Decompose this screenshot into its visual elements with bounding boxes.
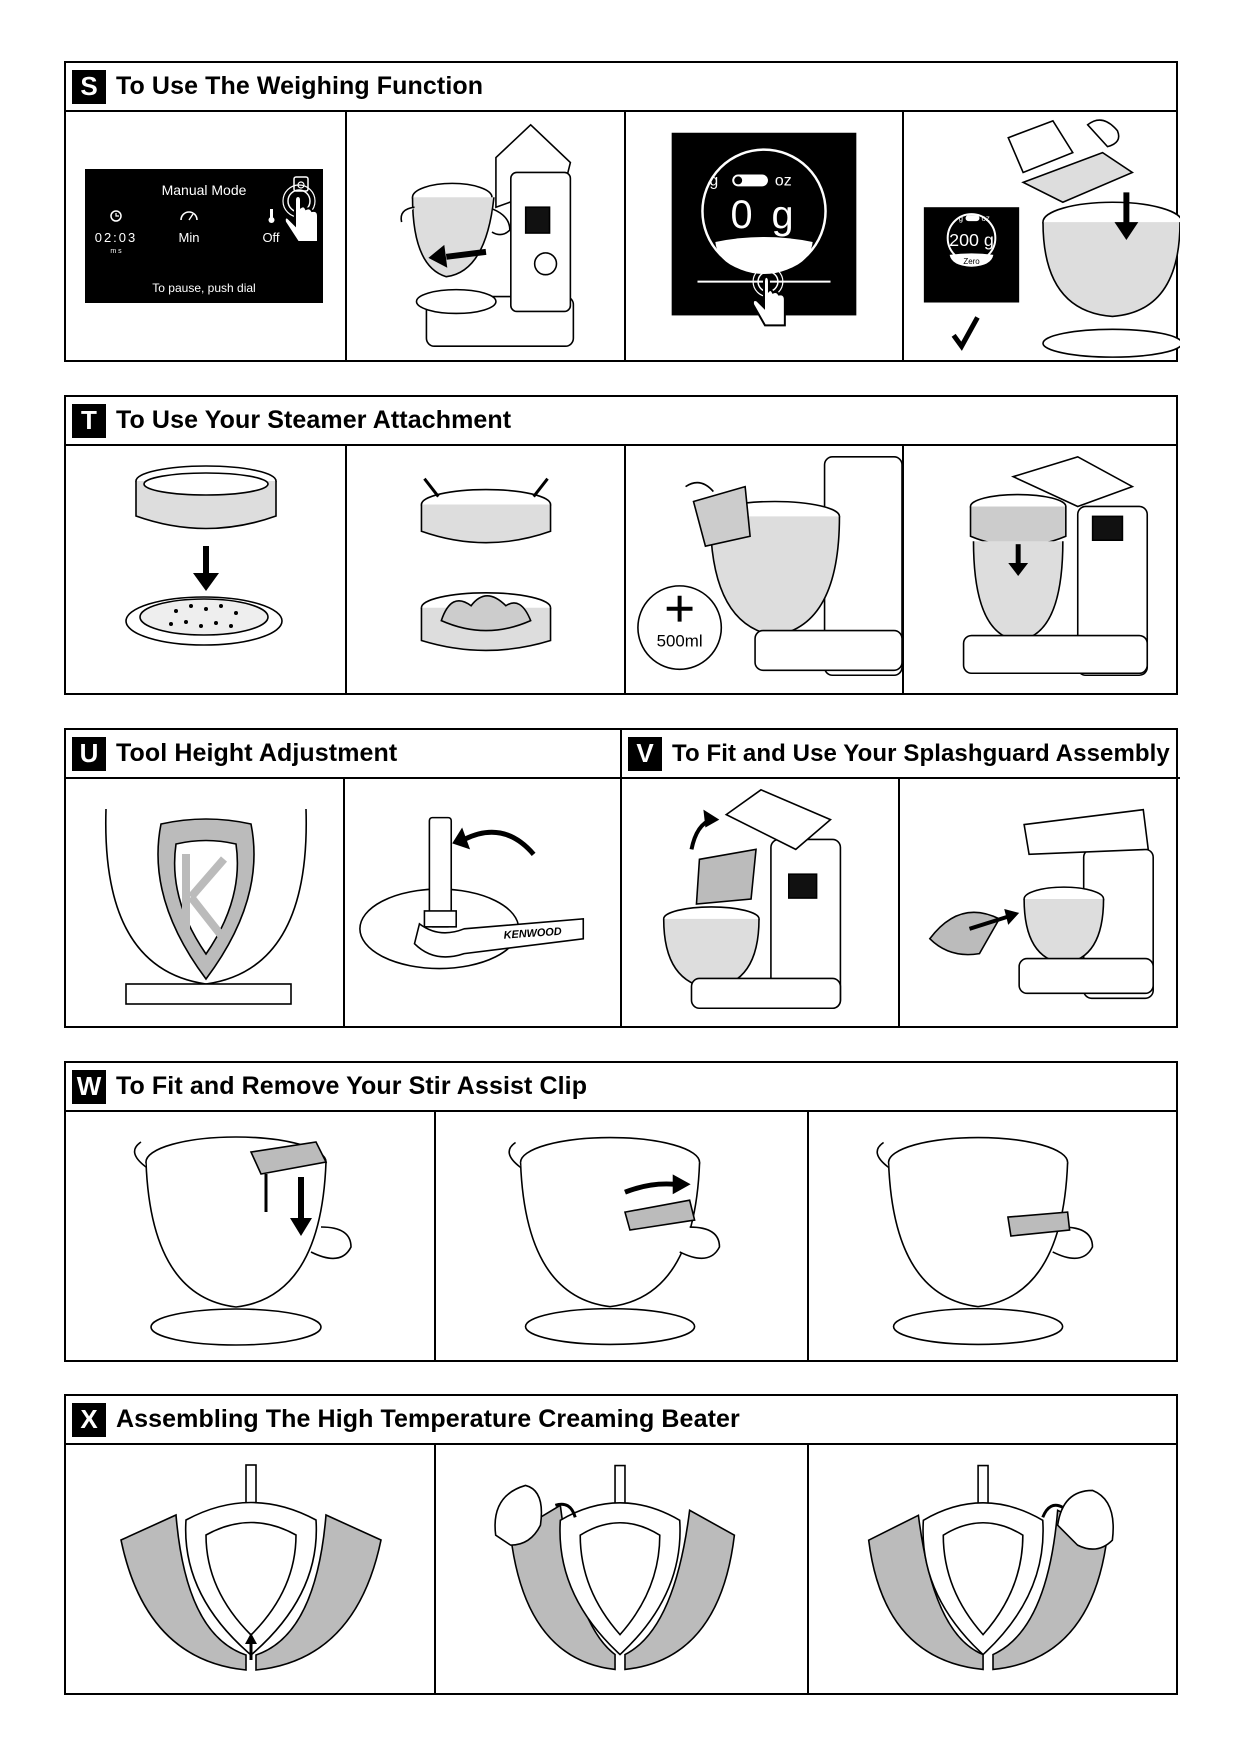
section-stir-assist-clip: W To Fit and Remove Your Stir Assist Cli… — [64, 1061, 1178, 1362]
pointing-hand-icon — [751, 266, 786, 327]
step-panel-scale-display: g oz 0 g — [624, 112, 902, 360]
step-panel-clip-right — [807, 1445, 1180, 1693]
spanner-adjustment-illustration: KENWOOD — [359, 816, 585, 970]
step-panel-steamer-on-bowl — [902, 446, 1180, 693]
insert-clip-illustration — [133, 1136, 352, 1346]
display-hint-text: To pause, push dial — [152, 281, 255, 295]
section-header: W To Fit and Remove Your Stir Assist Cli… — [66, 1063, 1176, 1112]
small-scale-reading: 200 g — [949, 230, 994, 250]
spanner-brand-label: KENWOOD — [503, 926, 562, 942]
steamer-baskets-illustration — [420, 477, 552, 652]
check-mark-icon — [951, 316, 980, 351]
unit-toggle — [732, 174, 768, 187]
step-panel-fit-splashguard — [898, 779, 1180, 1026]
scale-display-illustration: g oz 0 g — [671, 132, 857, 327]
unit-right-label: oz — [775, 172, 792, 189]
section-title: Assembling The High Temperature Creaming… — [116, 1405, 740, 1433]
section-letter: S — [72, 69, 106, 104]
speed-gauge-icon — [180, 211, 198, 221]
step-panel-steamer-baskets — [345, 446, 624, 693]
section-letter: V — [628, 736, 662, 771]
clip-left-side-illustration — [494, 1464, 736, 1671]
section-creaming-beater: X Assembling The High Temperature Creami… — [64, 1394, 1178, 1695]
water-amount-callout — [637, 585, 723, 671]
step-panel-clip-left — [434, 1445, 807, 1693]
add-water-illustration: 500ml — [637, 456, 902, 677]
step-panel-adjust-nut: KENWOOD — [343, 779, 620, 1026]
step-panel-beater-clearance — [66, 779, 343, 1026]
step-panel-add-ingredients: g oz 200 g Zero — [902, 112, 1180, 360]
step-panel-rotate-clip — [434, 1112, 807, 1360]
step-panel-place-bowl — [345, 112, 624, 360]
zero-button-label: Zero — [963, 257, 980, 266]
steamer-ring-and-tray-illustration — [125, 465, 283, 646]
water-amount-label: 500ml — [657, 631, 703, 650]
section-header-tool-height: U Tool Height Adjustment — [66, 730, 620, 779]
section-title: To Use The Weighing Function — [116, 72, 484, 100]
fit-scraper-illustration — [120, 1464, 382, 1671]
section-letter: W — [72, 1069, 106, 1104]
section-header: X Assembling The High Temperature Creami… — [66, 1396, 1176, 1445]
section-title: To Use Your Steamer Attachment — [116, 406, 512, 434]
timer-value: 02:03 — [95, 230, 138, 245]
step-panel-add-water: 500ml — [624, 446, 902, 693]
display-mode-text: Manual Mode — [162, 182, 247, 198]
section-letter: X — [72, 1402, 106, 1437]
speed-value: Min — [179, 230, 200, 245]
clip-right-side-illustration — [867, 1464, 1114, 1671]
mixer-with-bowl-illustration — [400, 123, 575, 347]
section-title: To Fit and Use Your Splashguard Assembly — [672, 739, 1170, 767]
scale-reading: 0 g — [730, 193, 797, 237]
clock-icon — [110, 210, 122, 222]
add-ingredients-illustration: g oz 200 g Zero — [923, 119, 1180, 358]
temperature-value: Off — [262, 230, 279, 245]
small-unit-left: g — [959, 214, 963, 223]
step-panel-clip-fitted — [807, 1112, 1180, 1360]
lift-mixer-head-illustration — [662, 788, 842, 1010]
unit-left-label: g — [709, 172, 718, 189]
manual-mode-display-illustration: Manual Mode 02:03 m s Min Off To pause, … — [85, 169, 323, 303]
section-title: To Fit and Remove Your Stir Assist Clip — [116, 1072, 588, 1100]
section-header-splashguard: V To Fit and Use Your Splashguard Assemb… — [620, 730, 1180, 779]
push-arrow — [445, 248, 487, 260]
section-title: Tool Height Adjustment — [116, 739, 398, 767]
steamer-on-mixer-illustration — [962, 455, 1149, 677]
step-panel-steamer-ring — [66, 446, 345, 693]
small-unit-right: oz — [981, 214, 989, 223]
section-letter: U — [72, 736, 106, 771]
step-panel-display: Manual Mode 02:03 m s Min Off To pause, … — [66, 112, 345, 360]
fit-splashguard-illustration — [928, 808, 1154, 1000]
pointing-hand-icon — [282, 184, 319, 243]
thermometer-icon — [268, 209, 275, 223]
section-steamer-attachment: T To Use Your Steamer Attachment — [64, 395, 1178, 695]
rotate-clip-illustration — [508, 1136, 721, 1346]
step-panel-insert-clip — [66, 1112, 434, 1360]
step-panel-lift-head — [620, 779, 898, 1026]
section-header: S To Use The Weighing Function — [66, 63, 1176, 112]
section-tool-height-and-splashguard: U Tool Height Adjustment V To Fit and Us… — [64, 728, 1180, 1028]
section-weighing-function: S To Use The Weighing Function Manual Mo… — [64, 61, 1180, 362]
clip-fitted-illustration — [876, 1136, 1094, 1346]
step-panel-fit-scraper — [66, 1445, 434, 1693]
beater-in-bowl-illustration — [105, 808, 307, 1005]
timer-units: m s — [110, 248, 122, 255]
section-letter: T — [72, 403, 106, 438]
section-header: T To Use Your Steamer Attachment — [66, 397, 1176, 446]
